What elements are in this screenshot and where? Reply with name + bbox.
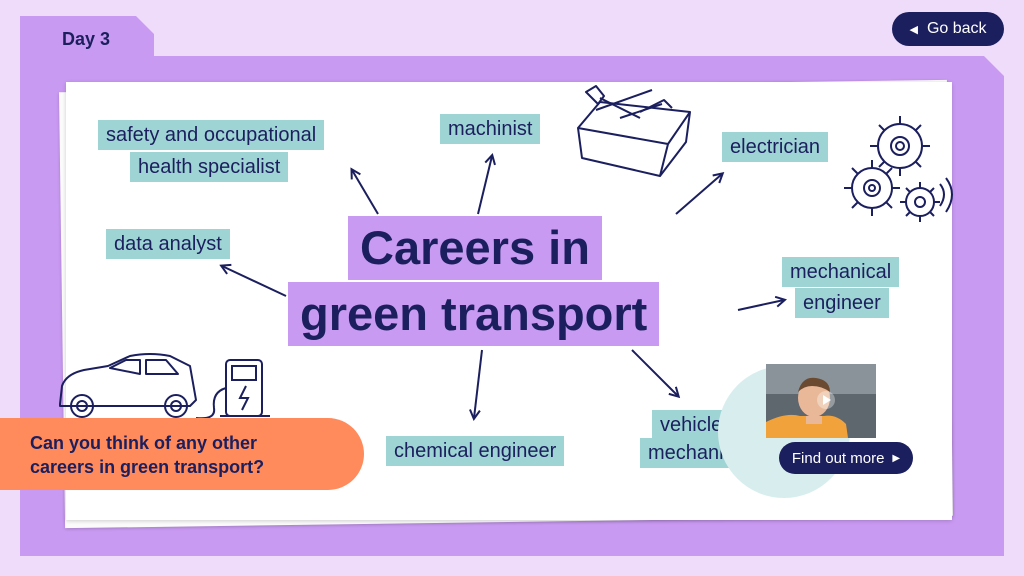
career-machinist: machinist bbox=[440, 114, 541, 144]
charging-station-icon bbox=[195, 359, 270, 420]
find-out-more-label: Find out more bbox=[791, 449, 885, 467]
forward-chevron-icon: ▶ bbox=[892, 452, 901, 464]
video-thumbnail[interactable] bbox=[766, 364, 876, 438]
career-electrician: electrician bbox=[722, 132, 829, 162]
career-safety-line2: health specialist bbox=[130, 152, 289, 182]
career-mechanical-line2: engineer bbox=[795, 288, 889, 318]
toolbox-icon bbox=[577, 85, 691, 177]
title-line2: green transport bbox=[288, 282, 660, 346]
gears-icon bbox=[844, 116, 953, 222]
electric-car-icon bbox=[59, 353, 197, 418]
callout-line2: careers in green transport? bbox=[30, 457, 265, 477]
frame-corner-cut bbox=[984, 56, 1004, 76]
question-callout: Can you think of any other careers in gr… bbox=[0, 418, 364, 490]
callout-line1: Can you think of any other bbox=[30, 433, 258, 453]
go-back-button[interactable]: ◀ Go back bbox=[892, 12, 1004, 46]
career-vehicle-line1: vehicle bbox=[652, 410, 731, 440]
career-safety-line1: safety and occupational bbox=[98, 120, 325, 150]
video-thumbnail-art bbox=[766, 364, 876, 438]
title-line1: Careers in bbox=[348, 216, 602, 280]
career-data-analyst: data analyst bbox=[106, 229, 230, 259]
mind-map-arrows bbox=[222, 156, 784, 418]
day-tab bbox=[20, 16, 154, 60]
day-label: Day 3 bbox=[62, 29, 111, 49]
find-out-more-button[interactable]: Find out more ▶ bbox=[779, 442, 913, 474]
back-chevron-icon: ◀ bbox=[909, 23, 918, 36]
career-mechanical-line1: mechanical bbox=[782, 257, 900, 287]
career-chemical-engineer: chemical engineer bbox=[386, 436, 565, 466]
go-back-label: Go back bbox=[926, 20, 987, 37]
